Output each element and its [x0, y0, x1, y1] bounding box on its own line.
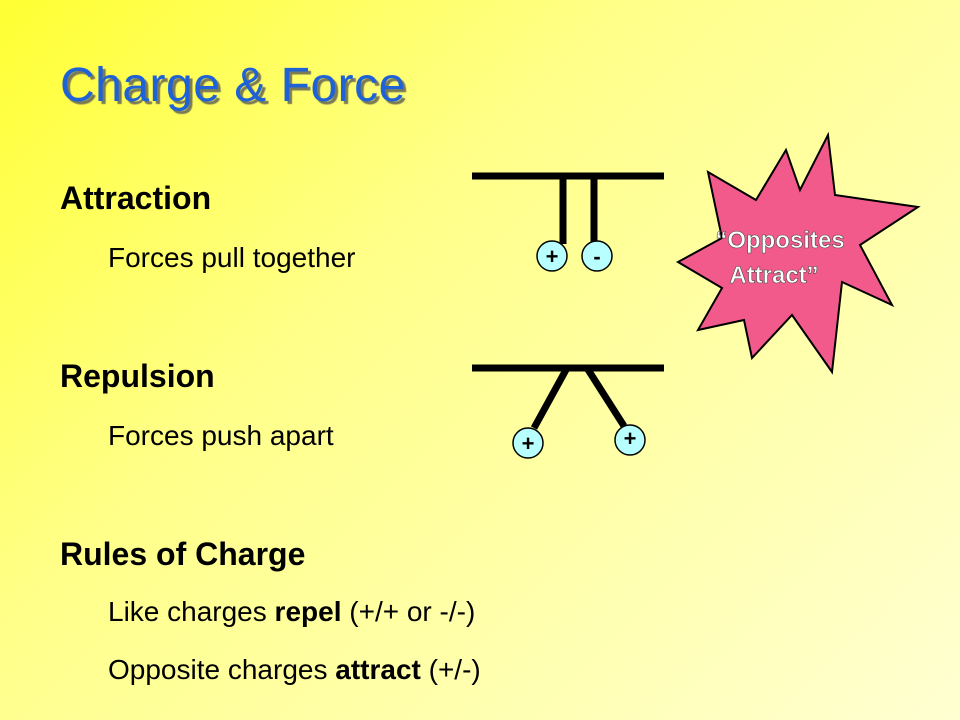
rule-opposite-charges: Opposite charges attract (+/-)	[108, 654, 481, 686]
repulsion-charge-right: +	[624, 426, 637, 451]
repulsion-thread-left	[530, 366, 571, 430]
rule-like-pre: Like charges	[108, 596, 275, 627]
attraction-ball-positive	[536, 240, 568, 272]
slide-title: Charge & Force	[60, 59, 406, 112]
repulsion-thread-right	[584, 366, 627, 428]
repulsion-apparatus: + +	[472, 364, 664, 459]
attraction-charge-positive: +	[546, 244, 559, 269]
callout-line-1: “Opposites	[715, 227, 844, 254]
rule-like-verb: repel	[274, 596, 342, 627]
repulsion-ball-left	[512, 427, 544, 459]
attraction-description: Forces pull together	[108, 242, 356, 273]
repulsion-heading: Repulsion	[60, 358, 215, 394]
attraction-charge-negative: -	[593, 244, 600, 269]
repulsion-ball-right	[614, 424, 646, 456]
callout-burst-shape	[675, 131, 921, 375]
rule-opposite-verb: attract	[335, 654, 421, 685]
attraction-ball-negative	[581, 240, 613, 272]
callout-line-2: Attract”	[729, 262, 818, 289]
rule-like-post: (+/+ or -/-)	[341, 596, 476, 627]
rule-opposite-post: (+/-)	[420, 654, 481, 685]
attraction-heading: Attraction	[60, 180, 212, 216]
repulsion-description: Forces push apart	[108, 420, 334, 451]
attraction-apparatus: + -	[472, 172, 664, 272]
opposites-attract-callout: “Opposites Attract”	[675, 131, 921, 375]
rule-like-charges: Like charges repel (+/+ or -/-)	[108, 596, 475, 628]
rule-opposite-pre: Opposite charges	[108, 654, 336, 685]
repulsion-charge-left: +	[522, 431, 535, 456]
rules-heading: Rules of Charge	[60, 536, 306, 572]
